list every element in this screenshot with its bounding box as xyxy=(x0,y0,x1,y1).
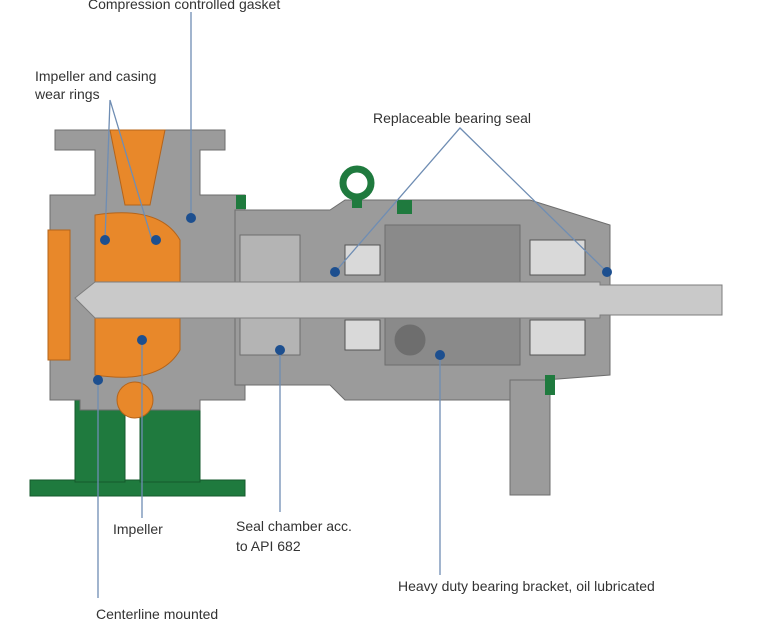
leader-lines xyxy=(97,12,608,598)
label-wear-rings-line2: wear rings xyxy=(35,86,100,102)
callout-markers xyxy=(93,213,612,385)
shaft xyxy=(74,281,723,319)
label-wear-rings-line1: Impeller and casing xyxy=(35,68,157,84)
lifting-eyebolt xyxy=(236,165,555,395)
label-bearing-bracket: Heavy duty bearing bracket, oil lubricat… xyxy=(398,578,655,594)
label-seal-chamber-line2: to API 682 xyxy=(236,538,301,554)
bearings xyxy=(344,239,586,356)
label-bearing-seal: Replaceable bearing seal xyxy=(373,110,531,126)
label-gasket: Compression controlled gasket xyxy=(88,0,281,12)
label-centerline: Centerline mounted xyxy=(96,606,219,622)
label-seal-chamber-line1: Seal chamber acc. xyxy=(236,518,352,534)
label-impeller: Impeller xyxy=(113,521,163,537)
